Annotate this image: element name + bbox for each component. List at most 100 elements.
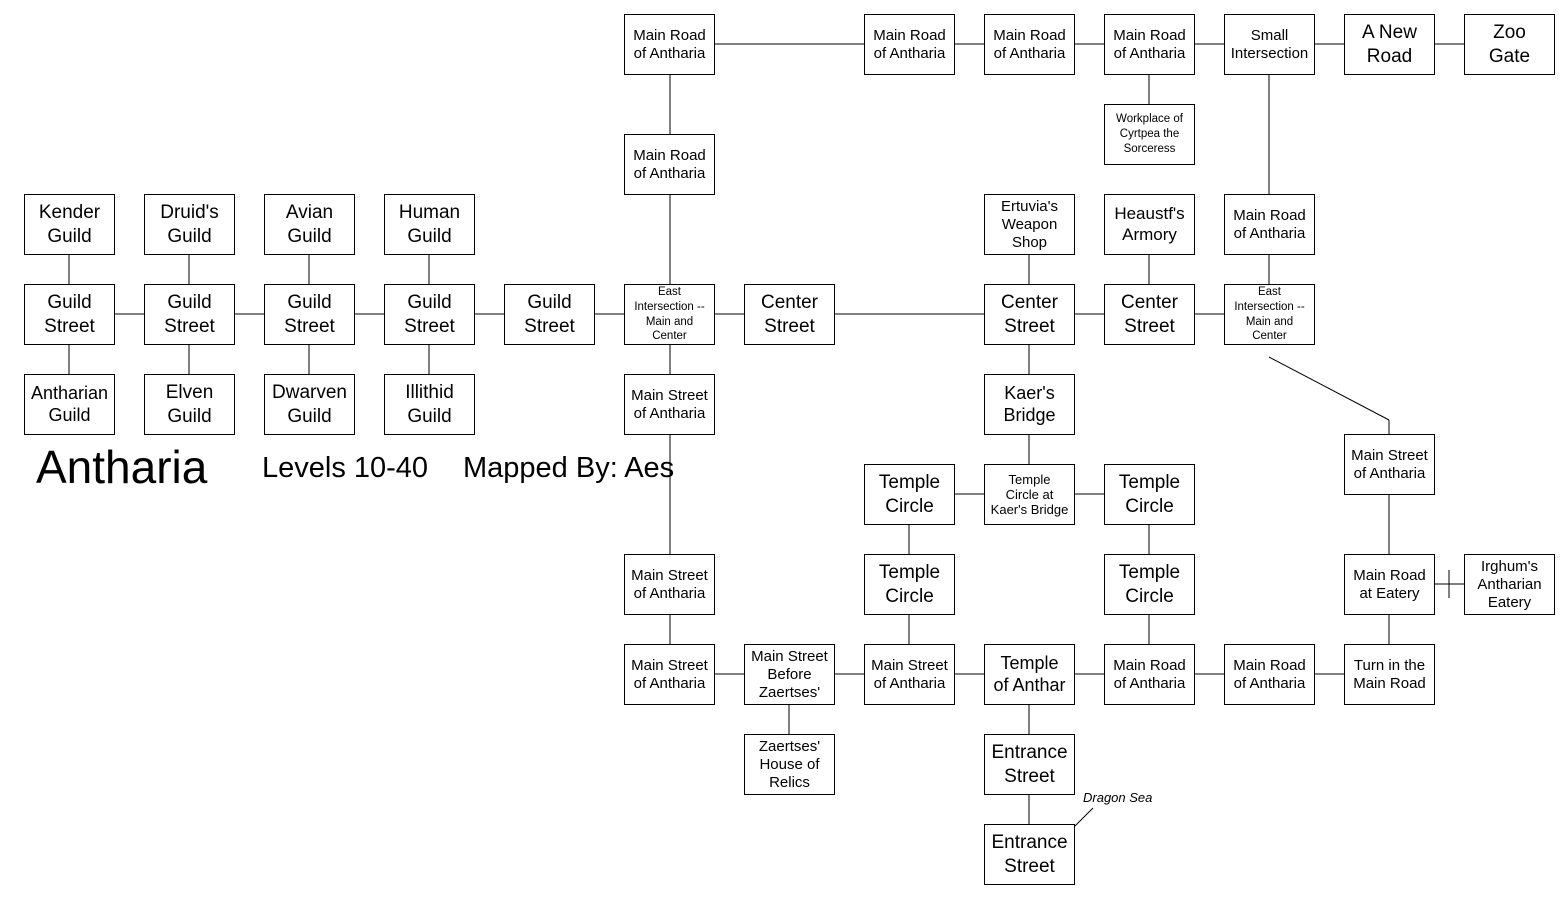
room-workplace-cyrtpea[interactable]: Workplace of Cyrtpea the Sorceress xyxy=(1104,104,1195,165)
room-temple-circle-kaers-bridge[interactable]: Temple Circle at Kaer's Bridge xyxy=(984,464,1075,525)
room-main-road[interactable]: Main Road of Antharia xyxy=(624,14,715,75)
room-label: Main Street of Antharia xyxy=(871,656,948,692)
room-label: East Intersection -- Main and Center xyxy=(1234,286,1305,343)
room-irghum-eatery[interactable]: Irghum's Antharian Eatery xyxy=(1464,554,1555,615)
room-label: Main Street of Antharia xyxy=(1351,446,1428,482)
room-illithid-guild[interactable]: Illithid Guild xyxy=(384,374,475,435)
room-label: Main Road of Antharia xyxy=(1233,206,1306,242)
room-temple-circle[interactable]: Temple Circle xyxy=(1104,554,1195,615)
room-guild-street[interactable]: Guild Street xyxy=(144,284,235,345)
room-label: Dwarven Guild xyxy=(272,382,347,427)
room-label: Temple of Anthar xyxy=(993,652,1066,695)
room-label: Center Street xyxy=(1000,292,1059,337)
room-label: Main Street of Antharia xyxy=(631,386,708,422)
room-temple-circle[interactable]: Temple Circle xyxy=(864,464,955,525)
room-label: Elven Guild xyxy=(165,382,214,427)
room-heaustf-armory[interactable]: Heaustf's Armory xyxy=(1104,194,1195,255)
room-label: Temple Circle xyxy=(878,472,941,517)
room-main-road[interactable]: Main Road of Antharia xyxy=(1224,194,1315,255)
room-kaers-bridge[interactable]: Kaer's Bridge xyxy=(984,374,1075,435)
room-label: Small Intersection xyxy=(1230,26,1309,62)
room-temple-circle[interactable]: Temple Circle xyxy=(1104,464,1195,525)
room-label: Turn in the Main Road xyxy=(1353,656,1426,692)
room-label: Guild Street xyxy=(524,292,575,337)
room-label: Temple Circle at Kaer's Bridge xyxy=(990,471,1069,518)
room-label: Temple Circle xyxy=(878,562,941,607)
room-label: Workplace of Cyrtpea the Sorceress xyxy=(1116,113,1183,155)
room-label: Main Road of Antharia xyxy=(633,146,706,182)
room-main-street[interactable]: Main Street of Antharia xyxy=(1344,434,1435,495)
room-label: Zoo Gate xyxy=(1488,22,1531,67)
room-center-street[interactable]: Center Street xyxy=(984,284,1075,345)
room-temple-circle[interactable]: Temple Circle xyxy=(864,554,955,615)
room-label: Main Road of Antharia xyxy=(1113,656,1186,692)
room-label: Zaertses' House of Relics xyxy=(758,737,821,791)
room-small-intersection[interactable]: Small Intersection xyxy=(1224,14,1315,75)
room-new-road[interactable]: A New Road xyxy=(1344,14,1435,75)
map-title: Antharia xyxy=(36,441,208,493)
room-guild-street[interactable]: Guild Street xyxy=(384,284,475,345)
room-main-street-before-zaertses[interactable]: Main Street Before Zaertses' xyxy=(744,644,835,705)
room-main-road[interactable]: Main Road of Antharia xyxy=(864,14,955,75)
room-label: Human Guild xyxy=(398,202,461,247)
room-label: Druid's Guild xyxy=(160,202,219,247)
room-label: A New Road xyxy=(1362,22,1417,67)
room-guild-street[interactable]: Guild Street xyxy=(504,284,595,345)
dragon-sea-annotation: Dragon Sea xyxy=(1083,790,1153,805)
room-avian-guild[interactable]: Avian Guild xyxy=(264,194,355,255)
room-main-road[interactable]: Main Road of Antharia xyxy=(1224,644,1315,705)
room-label: Guild Street xyxy=(284,292,335,337)
room-label: Main Street of Antharia xyxy=(631,656,708,692)
room-label: Entrance Street xyxy=(991,832,1068,877)
room-antharian-guild[interactable]: Antharian Guild xyxy=(24,374,115,435)
room-main-street[interactable]: Main Street of Antharia xyxy=(624,644,715,705)
room-guild-street[interactable]: Guild Street xyxy=(264,284,355,345)
room-label: Center Street xyxy=(760,292,819,337)
room-label: Guild Street xyxy=(164,292,215,337)
map-author: Mapped By: Aes xyxy=(463,452,675,484)
room-main-road[interactable]: Main Road of Antharia xyxy=(984,14,1075,75)
room-east-intersection[interactable]: East Intersection -- Main and Center xyxy=(624,284,715,345)
room-temple-of-anthar[interactable]: Temple of Anthar xyxy=(984,644,1075,705)
room-center-street[interactable]: Center Street xyxy=(1104,284,1195,345)
room-label: East Intersection -- Main and Center xyxy=(634,286,705,343)
room-main-road-eatery[interactable]: Main Road at Eatery xyxy=(1344,554,1435,615)
room-main-road[interactable]: Main Road of Antharia xyxy=(1104,644,1195,705)
room-main-street[interactable]: Main Street of Antharia xyxy=(864,644,955,705)
room-east-intersection[interactable]: East Intersection -- Main and Center xyxy=(1224,284,1315,345)
room-label: Main Road of Antharia xyxy=(873,26,946,62)
room-main-road[interactable]: Main Road of Antharia xyxy=(624,134,715,195)
room-label: Temple Circle xyxy=(1118,562,1181,607)
room-main-road[interactable]: Main Road of Antharia xyxy=(1104,14,1195,75)
room-zoo-gate[interactable]: Zoo Gate xyxy=(1464,14,1555,75)
room-label: Main Road of Antharia xyxy=(1113,26,1186,62)
map-levels: Levels 10-40 xyxy=(262,452,429,484)
room-label: Guild Street xyxy=(44,292,95,337)
room-turn-main-road[interactable]: Turn in the Main Road xyxy=(1344,644,1435,705)
room-ertuvia-weapon-shop[interactable]: Ertuvia's Weapon Shop xyxy=(984,194,1075,255)
room-label: Antharian Guild xyxy=(30,382,109,425)
room-label: Entrance Street xyxy=(991,742,1068,787)
room-label: Main Road of Antharia xyxy=(993,26,1066,62)
room-label: Center Street xyxy=(1120,292,1179,337)
room-zaertses-house-of-relics[interactable]: Zaertses' House of Relics xyxy=(744,734,835,795)
room-druid-guild[interactable]: Druid's Guild xyxy=(144,194,235,255)
room-label: Irghum's Antharian Eatery xyxy=(1477,557,1542,611)
room-label: Ertuvia's Weapon Shop xyxy=(1000,197,1059,251)
room-guild-street[interactable]: Guild Street xyxy=(24,284,115,345)
room-center-street[interactable]: Center Street xyxy=(744,284,835,345)
room-human-guild[interactable]: Human Guild xyxy=(384,194,475,255)
room-entrance-street[interactable]: Entrance Street xyxy=(984,734,1075,795)
room-label: Guild Street xyxy=(404,292,455,337)
room-entrance-street[interactable]: Entrance Street xyxy=(984,824,1075,885)
room-label: Main Road at Eatery xyxy=(1353,566,1426,602)
room-main-street[interactable]: Main Street of Antharia xyxy=(624,374,715,435)
room-label: Illithid Guild xyxy=(405,382,454,427)
room-label: Main Street Before Zaertses' xyxy=(751,647,828,701)
room-kender-guild[interactable]: Kender Guild xyxy=(24,194,115,255)
room-main-street[interactable]: Main Street of Antharia xyxy=(624,554,715,615)
room-elven-guild[interactable]: Elven Guild xyxy=(144,374,235,435)
room-dwarven-guild[interactable]: Dwarven Guild xyxy=(264,374,355,435)
